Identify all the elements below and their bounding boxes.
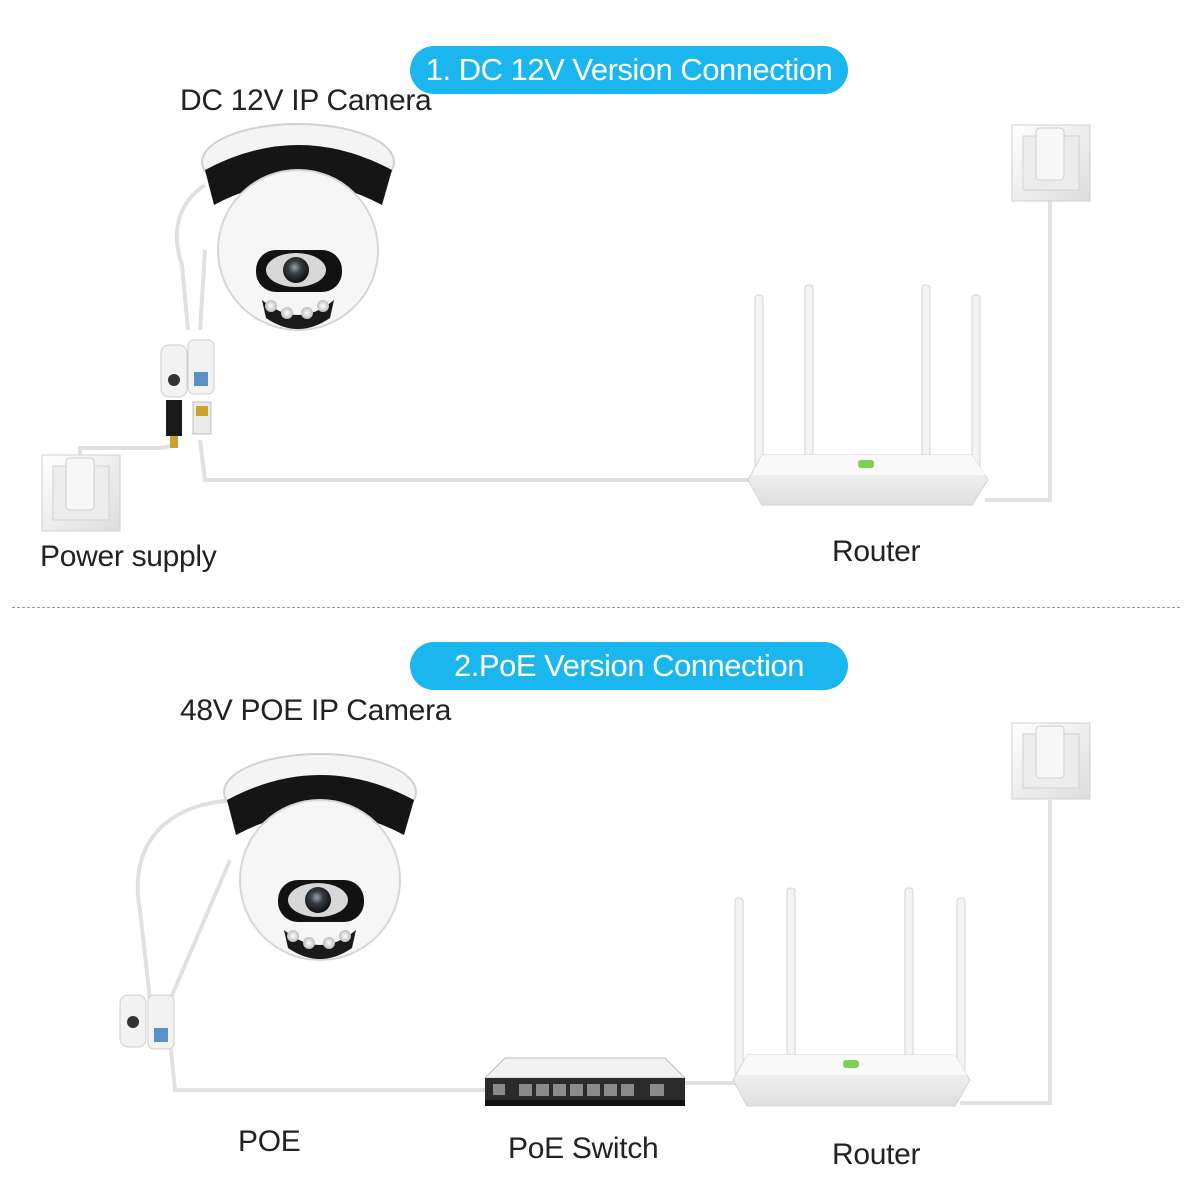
camera-2-label: 48V POE IP Camera bbox=[180, 694, 451, 728]
router-2-label: Router bbox=[832, 1138, 920, 1172]
rj45-connector-icon bbox=[148, 995, 174, 1049]
power-outlet-icon bbox=[1012, 723, 1090, 799]
section-divider bbox=[12, 607, 1180, 608]
dc-connector-icon bbox=[120, 995, 146, 1047]
poe-label: POE bbox=[238, 1125, 300, 1159]
router-1-label: Router bbox=[832, 535, 920, 569]
power-outlet-icon bbox=[42, 455, 120, 531]
section-1-title-badge: 1. DC 12V Version Connection bbox=[410, 46, 848, 94]
camera-1-label: DC 12V IP Camera bbox=[180, 84, 431, 118]
power-outlet-icon bbox=[1012, 125, 1090, 201]
dome-camera-icon bbox=[202, 124, 394, 330]
poe-switch-label: PoE Switch bbox=[508, 1132, 658, 1166]
poe-switch-icon bbox=[485, 1058, 685, 1106]
rj45-connector-icon bbox=[188, 340, 214, 434]
router-icon bbox=[748, 285, 988, 505]
dome-camera-icon bbox=[224, 754, 416, 960]
router-icon bbox=[733, 888, 970, 1106]
dc-connector-icon bbox=[161, 345, 187, 448]
power-supply-label: Power supply bbox=[40, 540, 217, 574]
section-2-title-badge: 2.PoE Version Connection bbox=[410, 642, 848, 690]
